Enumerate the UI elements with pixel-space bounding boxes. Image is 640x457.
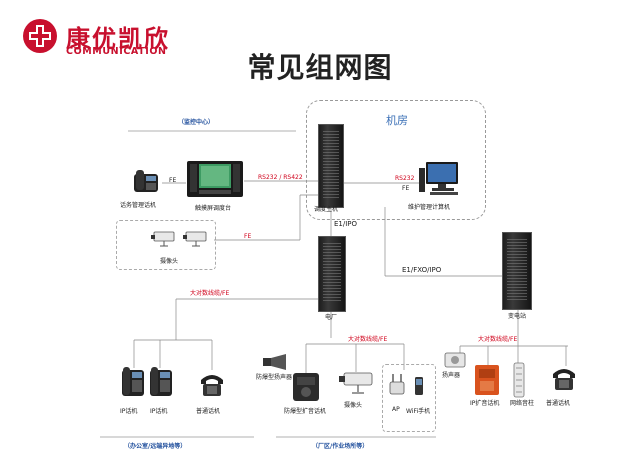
office-phone-label: 话务管理话机 xyxy=(120,202,157,209)
network-column-label: 网络音柱 xyxy=(510,400,535,407)
ip-phone-icon xyxy=(122,367,144,396)
touch-console-icon xyxy=(187,161,243,197)
regular-phone-icon xyxy=(201,375,223,396)
brand-name: 康优凯欣 xyxy=(66,25,170,53)
speaker-label: 扬声器 xyxy=(442,372,461,379)
ip-amp-phone-label: IP扩音话机 xyxy=(470,400,500,407)
regular-phone-label-1: 普通话机 xyxy=(196,408,221,415)
wifi-phone-label: WiFi手机 xyxy=(406,408,431,415)
ip-phone-icon xyxy=(150,367,172,396)
substation-rack xyxy=(502,232,532,310)
link-trunk-left: 大对数线缆/FE xyxy=(190,290,230,297)
explosion-phone-label: 防爆型扩音话机 xyxy=(284,408,327,415)
touch-console-label: 触摸屏调度台 xyxy=(195,205,232,212)
wifi-phone-icon xyxy=(415,377,423,395)
link-trunk-right: 大对数线缆/FE xyxy=(478,336,518,343)
office-remote-label: （办公室/远端异地等） xyxy=(124,443,187,450)
camera-icon xyxy=(339,372,373,394)
office-phone-icon xyxy=(134,170,158,192)
power-plant-rack xyxy=(318,236,346,312)
machine-room-label: 机房 xyxy=(386,114,408,127)
camera-label-2: 摄像头 xyxy=(344,402,363,409)
regular-phone-icon xyxy=(553,369,575,390)
link-rs232-left: RS232 / RS422 xyxy=(258,174,303,181)
power-plant-label: 电厂 xyxy=(325,314,338,321)
link-fe-2: FE xyxy=(402,185,410,192)
substation-label: 变电站 xyxy=(508,313,527,320)
explosion-speaker-label: 防爆型扬声器 xyxy=(256,374,293,381)
link-e1-fxo-ipo: E1/FXO/IPO xyxy=(402,266,442,274)
speaker-icon xyxy=(444,352,466,368)
camera-group-frame xyxy=(116,220,216,270)
ip-phone-label-2: IP话机 xyxy=(150,408,168,415)
camera-icon xyxy=(151,231,175,247)
maintenance-pc-icon xyxy=(419,162,458,195)
page-title: 常见组网图 xyxy=(247,51,393,84)
ip-amp-phone-icon xyxy=(475,365,499,395)
machine-room-frame xyxy=(306,100,486,220)
link-fe-1: FE xyxy=(169,177,177,184)
wifi-group-frame xyxy=(382,364,436,432)
camera-icon xyxy=(183,231,207,247)
brand-subtitle: COMMUNICATION xyxy=(66,46,167,57)
network-column-icon xyxy=(513,362,525,398)
maintenance-pc-label: 维护管理计算机 xyxy=(408,204,451,211)
link-rs232-right: RS232 xyxy=(395,175,415,182)
explosion-speaker-icon xyxy=(263,354,286,370)
explosion-phone-icon xyxy=(293,373,319,401)
link-fe-cam: FE xyxy=(244,233,252,240)
ip-phone-label-1: IP话机 xyxy=(120,408,138,415)
plant-work-area-label: （厂区/作业场所等） xyxy=(312,443,369,450)
link-trunk-mid: 大对数线缆/FE xyxy=(348,336,388,343)
link-e1-ipo: E1/IPO xyxy=(334,220,358,228)
monitoring-center-label: （监控中心） xyxy=(178,119,215,126)
camera-label: 摄像头 xyxy=(160,258,179,265)
ap-icon xyxy=(389,374,405,395)
brand-logo-icon xyxy=(23,19,57,53)
dispatch-host-rack xyxy=(318,124,344,208)
regular-phone-label-2: 普通话机 xyxy=(546,400,571,407)
ap-label: AP xyxy=(392,406,400,413)
dispatch-host-label: 调度主机 xyxy=(314,206,339,213)
